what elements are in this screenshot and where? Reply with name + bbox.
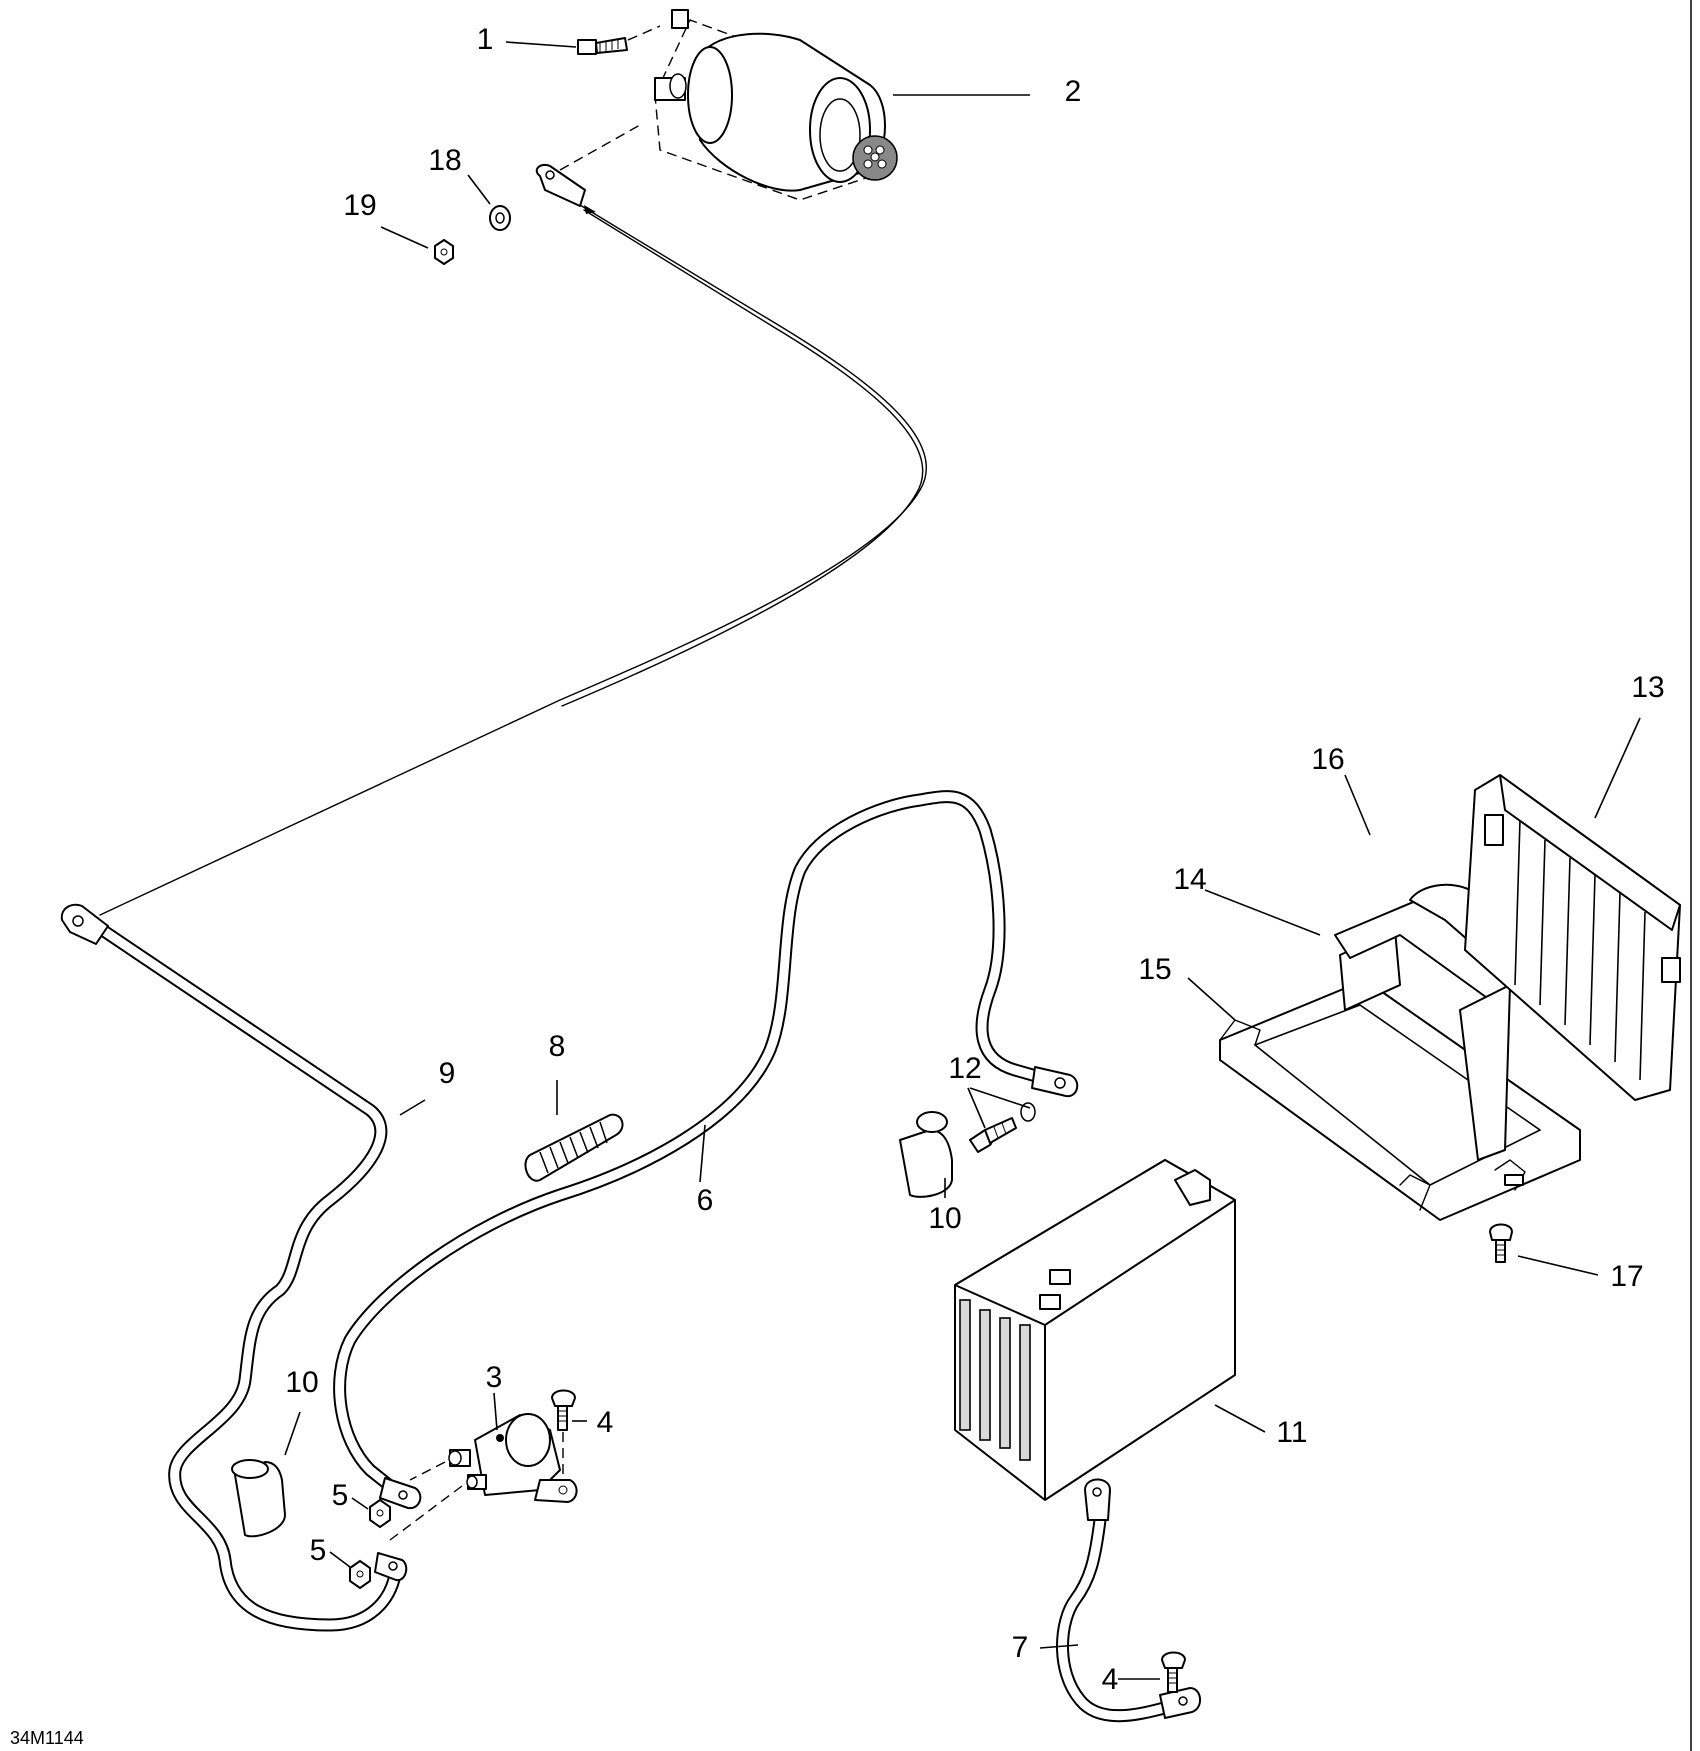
battery-tray-15 [1219, 979, 1581, 1221]
battery-terminal-positive [1174, 1169, 1211, 1206]
battery-terminal-negative [1039, 1294, 1061, 1310]
terminal-boot-10-right [899, 1111, 953, 1198]
drawing-code: 34M1144 [10, 1728, 84, 1748]
bolt-17 [1489, 1223, 1513, 1263]
cable-7 [1056, 1478, 1201, 1723]
starter-gear [852, 135, 898, 181]
callout-19: 19 [343, 189, 376, 222]
bolt-4-solenoid [551, 1389, 576, 1480]
callout-16: 16 [1311, 743, 1344, 776]
nut-5-lower [349, 1559, 371, 1590]
callout-10: 10 [928, 1202, 961, 1235]
callout-14: 14 [1173, 863, 1206, 896]
terminal-boot-10-left [231, 1459, 286, 1538]
callout-2: 2 [1065, 75, 1082, 108]
callout-15: 15 [1138, 953, 1171, 986]
callout-10: 10 [285, 1366, 318, 1399]
callout-12: 12 [948, 1052, 981, 1085]
cover-ribs [1514, 819, 1646, 1081]
callout-4: 4 [597, 1406, 614, 1439]
bolt-12 [969, 1102, 1036, 1153]
callout-8: 8 [549, 1030, 566, 1063]
starter-solenoid-3 [389, 1413, 578, 1541]
starter-motor [654, 9, 898, 201]
callout-17: 17 [1610, 1260, 1643, 1293]
callout-5: 5 [310, 1534, 327, 1567]
leader-lines [284, 41, 1641, 1680]
bolt-1-axis [627, 25, 661, 41]
battery-cover-13 [1464, 774, 1681, 1101]
callout-4: 4 [1102, 1663, 1119, 1696]
callout-11: 11 [1276, 1416, 1307, 1449]
battery-11 [954, 1159, 1236, 1501]
nut-5-upper [369, 1498, 391, 1529]
callout-9: 9 [439, 1057, 456, 1090]
starter-long-cable-back [561, 209, 924, 707]
arrow-head [584, 205, 596, 214]
cable-6 [333, 790, 1079, 1510]
protective-sleeve-8 [524, 1113, 624, 1182]
callout-5: 5 [332, 1479, 349, 1512]
battery-cell-ridges [959, 1299, 1031, 1461]
callout-7: 7 [1012, 1631, 1029, 1664]
starter-terminal-lug [535, 124, 641, 207]
callout-1: 1 [477, 23, 494, 56]
callout-13: 13 [1631, 671, 1664, 704]
callout-3: 3 [486, 1361, 503, 1394]
battery-terminal-center [1049, 1269, 1071, 1285]
washer-18 [489, 205, 511, 231]
starter-long-cable [99, 204, 927, 916]
callout-18: 18 [428, 144, 461, 177]
cable-9 [60, 903, 408, 1632]
bolt-4-ground [1161, 1651, 1186, 1693]
nut-19 [434, 238, 454, 266]
hold-down-bracket-14 [1334, 894, 1521, 1161]
bolt-1 [577, 37, 628, 55]
callout-6: 6 [697, 1184, 714, 1217]
callout-labels: 1 2 3 4 4 5 5 6 7 8 9 10 10 11 12 13 14 … [285, 23, 1664, 1696]
